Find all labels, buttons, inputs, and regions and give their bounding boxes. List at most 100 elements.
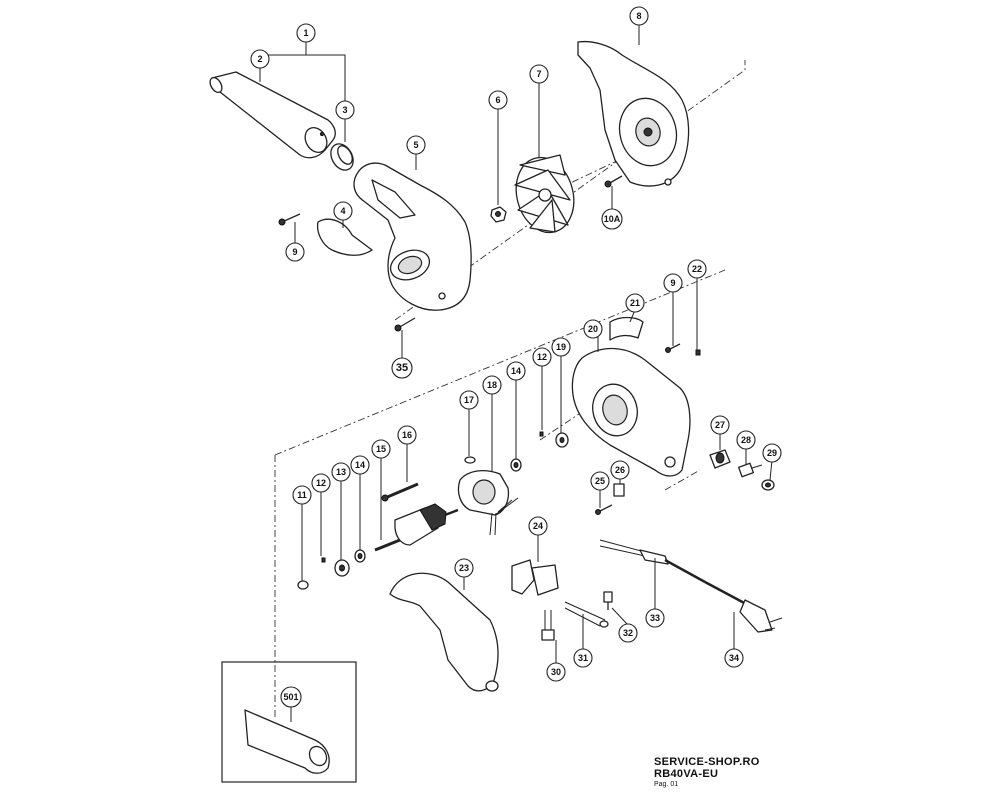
fan-cover[interactable]	[577, 40, 690, 187]
screw-35[interactable]	[394, 317, 416, 332]
callout-18: 18	[482, 375, 502, 395]
washer-11[interactable]	[297, 580, 309, 590]
model-number: RB40VA-EU	[654, 768, 719, 780]
svg-text:501: 501	[283, 692, 298, 702]
carbon-brush-28[interactable]	[738, 462, 763, 478]
callout-32: 32	[618, 623, 638, 643]
power-cord-33[interactable]	[599, 539, 706, 584]
callout-31: 31	[573, 648, 593, 668]
callout-2: 2	[250, 49, 270, 69]
callout-17: 17	[459, 390, 479, 410]
svg-text:12: 12	[537, 352, 547, 362]
svg-text:6: 6	[495, 95, 500, 105]
svg-text:17: 17	[464, 395, 474, 405]
callout-28: 28	[736, 430, 756, 450]
svg-text:16: 16	[402, 430, 412, 440]
svg-text:34: 34	[729, 653, 739, 663]
svg-text:31: 31	[578, 653, 588, 663]
screw-9-lower[interactable]	[665, 343, 681, 353]
callout-labels: 1 2 3 4 5 6 7 8 9 10A 35 9 22 21 20 12 1…	[250, 6, 782, 708]
callout-27: 27	[710, 415, 730, 435]
pin-22[interactable]	[695, 349, 701, 356]
motor-housing[interactable]	[571, 347, 691, 477]
svg-text:5: 5	[413, 140, 418, 150]
pin-12-lower[interactable]	[321, 557, 326, 563]
svg-text:13: 13	[336, 467, 346, 477]
switch-24[interactable]	[511, 559, 559, 596]
title-block: SERVICE-SHOP.RO RB40VA-EU Pag. 01	[654, 756, 760, 789]
page-number: Pag. 01	[654, 781, 679, 788]
bearing-13[interactable]	[334, 559, 350, 577]
callout-21: 21	[625, 293, 645, 313]
callout-6: 6	[488, 90, 508, 110]
svg-text:2: 2	[257, 54, 262, 64]
callout-35: 35	[391, 357, 413, 379]
svg-text:19: 19	[556, 342, 566, 352]
svg-text:12: 12	[316, 478, 326, 488]
screw-25[interactable]	[595, 504, 613, 515]
washer-19[interactable]	[555, 432, 569, 448]
svg-text:33: 33	[650, 613, 660, 623]
pin-12-upper[interactable]	[539, 431, 544, 437]
svg-text:32: 32	[623, 628, 633, 638]
ring-clamp[interactable]	[326, 140, 357, 174]
callout-24: 24	[528, 516, 548, 536]
armature[interactable]	[374, 503, 459, 552]
svg-text:1: 1	[303, 28, 308, 38]
callout-501: 501	[280, 686, 302, 708]
svg-text:24: 24	[533, 521, 543, 531]
callout-14-upper: 14	[506, 361, 526, 381]
callout-15: 15	[371, 439, 391, 459]
callout-12-upper: 12	[532, 347, 552, 367]
svg-text:18: 18	[487, 380, 497, 390]
brush-holder-17[interactable]	[464, 456, 476, 464]
callout-8: 8	[629, 6, 649, 26]
svg-text:10A: 10A	[604, 214, 621, 224]
brush-cap-29[interactable]	[761, 479, 775, 491]
screw-10a[interactable]	[604, 175, 623, 188]
nozzle-pipe[interactable]	[208, 71, 336, 159]
wire-leads-31[interactable]	[564, 601, 609, 628]
callout-16: 16	[397, 425, 417, 445]
stator-field[interactable]	[457, 469, 519, 536]
label-plate[interactable]	[609, 316, 644, 341]
svg-text:4: 4	[340, 206, 345, 216]
fan-nut[interactable]	[490, 206, 507, 223]
bearing-14-lower[interactable]	[354, 549, 366, 563]
fan-impeller[interactable]	[508, 151, 582, 239]
blower-housing[interactable]	[353, 162, 472, 311]
svg-text:35: 35	[396, 362, 408, 374]
cord-clamp-26[interactable]	[613, 483, 625, 497]
callout-14-lower: 14	[350, 455, 370, 475]
power-plug-34[interactable]	[704, 580, 783, 633]
brush-cap-27[interactable]	[709, 449, 731, 469]
callout-4: 4	[333, 201, 353, 221]
svg-text:29: 29	[767, 448, 777, 458]
callout-26: 26	[610, 460, 630, 480]
screw-32[interactable]	[603, 591, 613, 610]
callout-11: 11	[292, 485, 312, 505]
handle-23[interactable]	[389, 572, 499, 692]
callout-12-lower: 12	[311, 473, 331, 493]
deflector-plate[interactable]	[316, 218, 373, 256]
svg-text:26: 26	[615, 465, 625, 475]
svg-text:27: 27	[715, 420, 725, 430]
screw-9-upper[interactable]	[278, 213, 301, 226]
callout-19: 19	[551, 337, 571, 357]
callout-29: 29	[762, 443, 782, 463]
callout-34: 34	[724, 648, 744, 668]
callout-3: 3	[335, 100, 355, 120]
svg-text:28: 28	[741, 435, 751, 445]
callout-9-lower: 9	[663, 273, 683, 293]
callout-13: 13	[331, 462, 351, 482]
connector-30[interactable]	[541, 610, 555, 641]
screw-16[interactable]	[381, 482, 419, 502]
svg-text:9: 9	[670, 278, 675, 288]
svg-text:23: 23	[459, 563, 469, 573]
svg-text:11: 11	[297, 490, 307, 500]
bearing-14-upper[interactable]	[510, 458, 522, 472]
svg-text:8: 8	[636, 11, 641, 21]
svg-text:14: 14	[355, 460, 365, 470]
shop-name: SERVICE-SHOP.RO	[654, 756, 760, 768]
